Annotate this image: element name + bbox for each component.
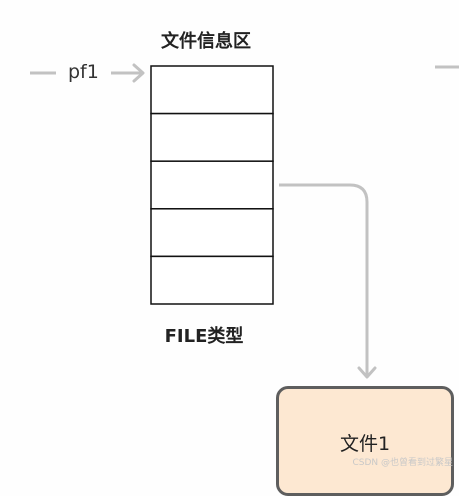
watermark: CSDN @也曾看到过繁星 xyxy=(352,458,453,468)
file-info-table xyxy=(150,65,274,305)
file-info-region-title: 文件信息区 xyxy=(161,31,251,52)
file-type-label: FILE类型 xyxy=(164,326,244,347)
table-row-cell xyxy=(150,208,274,258)
diagram-canvas xyxy=(30,63,459,379)
file-box: 文件1 xyxy=(276,386,454,496)
pointer-arrowhead xyxy=(132,63,145,83)
table-row-cell xyxy=(150,112,274,162)
table-row-cell xyxy=(150,160,274,210)
file-box-label: 文件1 xyxy=(339,433,391,455)
table-row-cell xyxy=(150,255,274,305)
file-connector-arrowhead xyxy=(357,366,377,379)
pointer-label-pf1: pf1 xyxy=(68,61,99,83)
row-to-file-connector xyxy=(279,183,369,376)
table-row-cell xyxy=(150,65,274,115)
